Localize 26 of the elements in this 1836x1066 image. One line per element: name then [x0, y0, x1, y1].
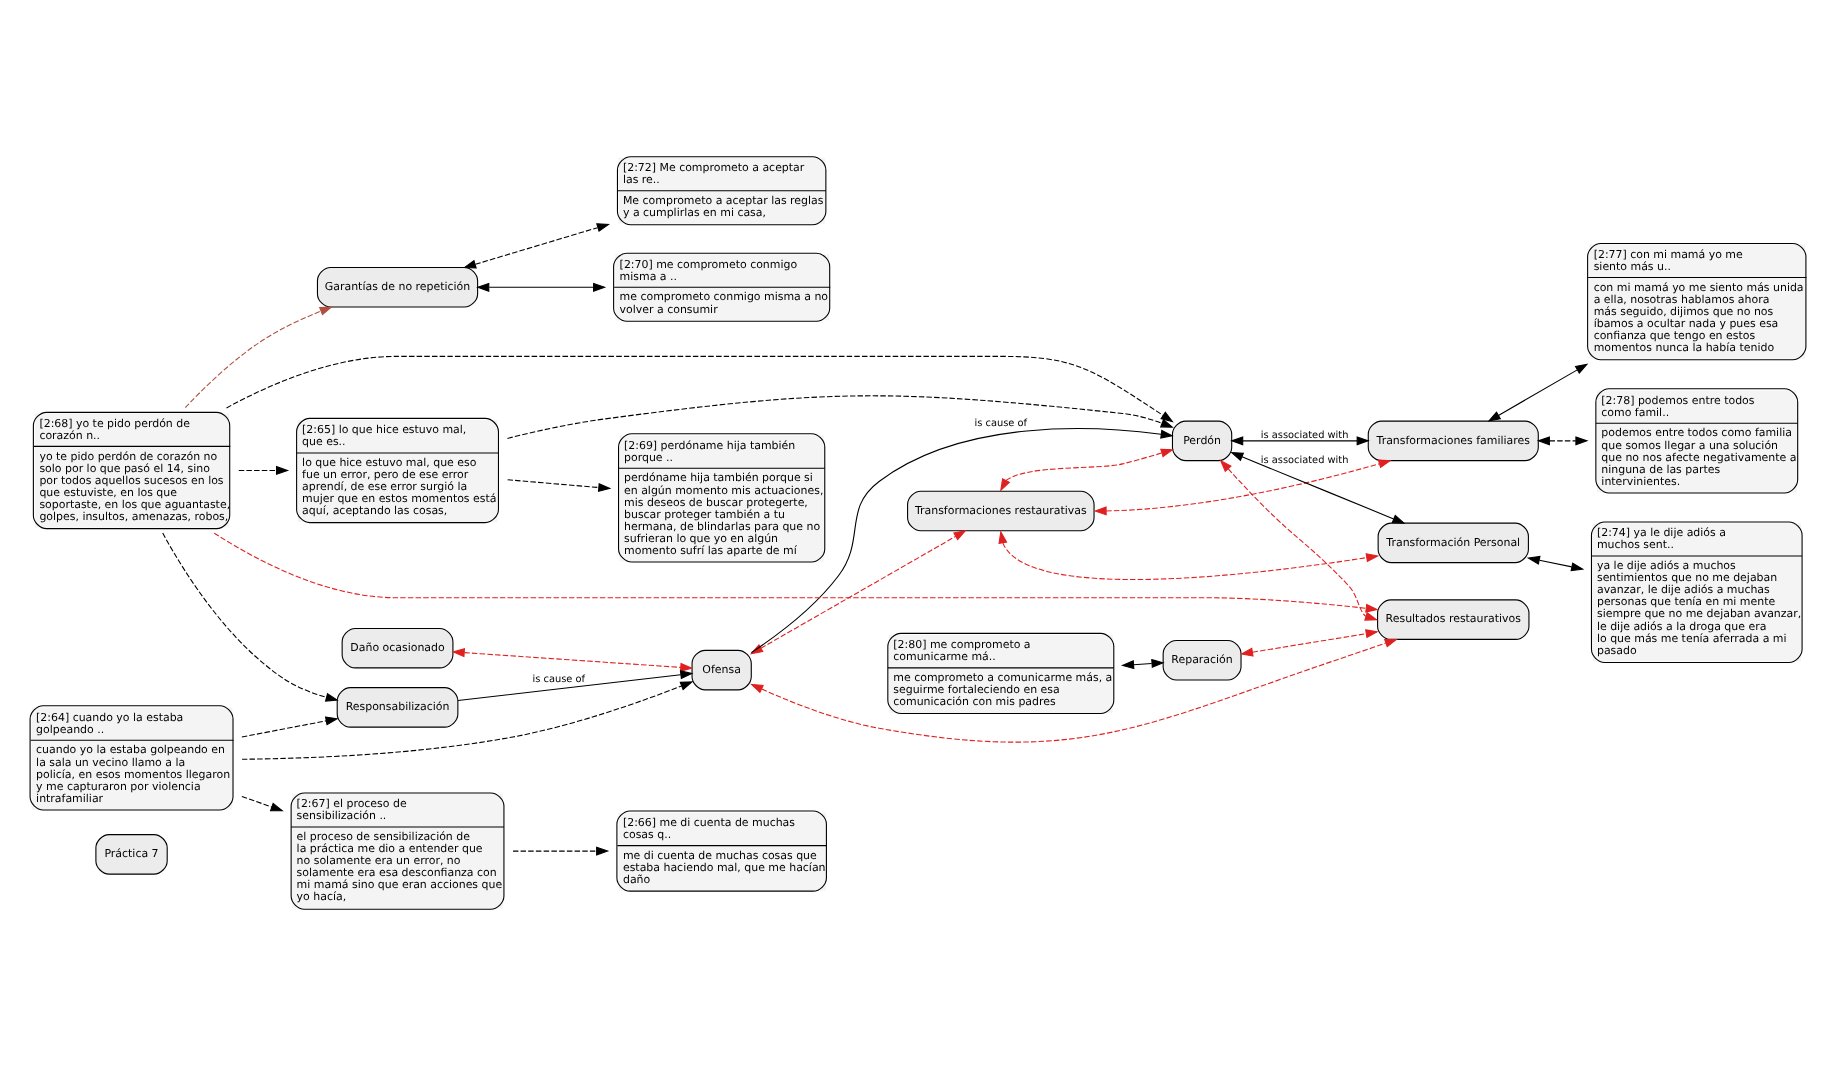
- arrow: [1230, 451, 1406, 524]
- arrow: [457, 670, 694, 702]
- arrow: [512, 846, 610, 856]
- arrow: [241, 681, 694, 760]
- arrow: [241, 795, 284, 812]
- arrow: [1239, 629, 1379, 657]
- arrow: [1093, 459, 1392, 516]
- arrow: [476, 282, 607, 292]
- arrow: [162, 532, 339, 702]
- arrow: [506, 395, 1174, 439]
- arrow: [213, 532, 1379, 613]
- arrow: [1000, 448, 1175, 492]
- arrow: [225, 355, 1174, 423]
- arrow: [998, 530, 1380, 580]
- arrow: [1526, 555, 1585, 572]
- arrow: [507, 479, 612, 493]
- arrow: [241, 716, 339, 738]
- arrow: [451, 648, 694, 672]
- arrow: [1487, 363, 1589, 422]
- arrow: [1120, 658, 1165, 670]
- arrow: [184, 306, 333, 409]
- arrow: [462, 223, 611, 269]
- arrow: [1536, 436, 1589, 446]
- arrow: [1230, 436, 1370, 446]
- arrow: [238, 465, 290, 476]
- arrow: [1219, 459, 1379, 621]
